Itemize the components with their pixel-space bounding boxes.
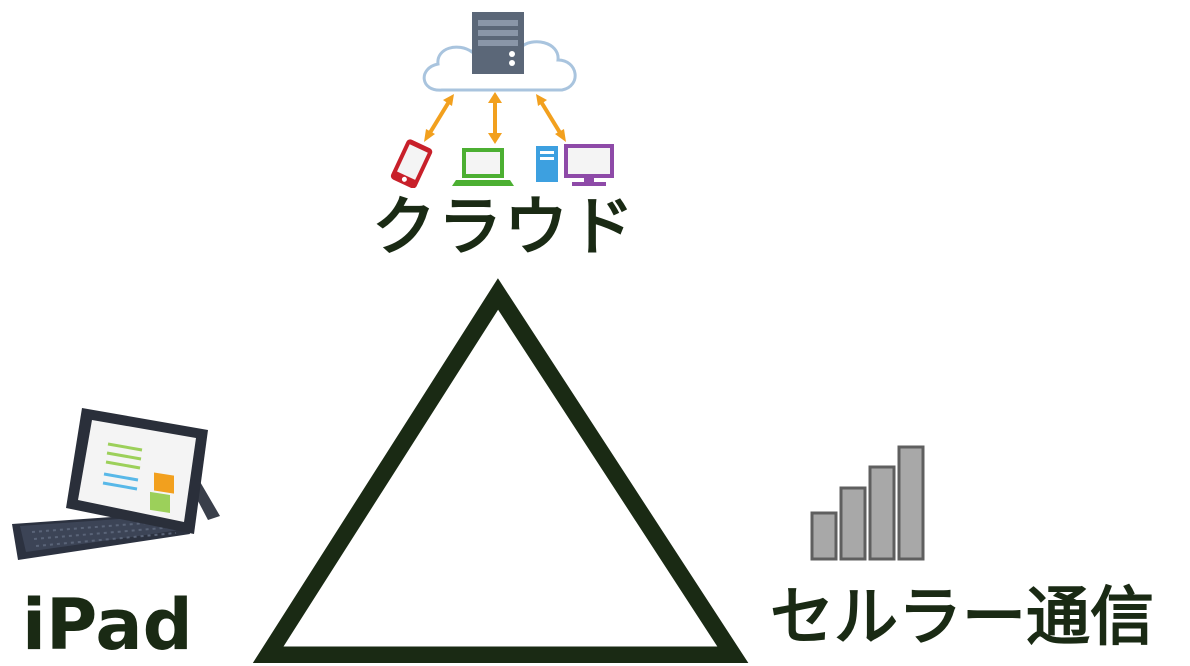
sync-arrows-icon	[424, 92, 566, 144]
triangle-shape	[252, 278, 749, 663]
signal-bars-icon	[810, 445, 925, 561]
cellular-label: セルラー通信	[770, 581, 1154, 655]
smartphone-icon	[390, 139, 433, 188]
laptop-icon	[452, 148, 514, 186]
ipad-label: iPad	[22, 584, 193, 666]
cloud-server-devices-icon	[390, 12, 614, 188]
server-icon	[472, 12, 524, 74]
tablet-icon	[66, 408, 208, 534]
desktop-computer-icon	[536, 144, 614, 186]
signal-bar-3	[868, 465, 896, 561]
signal-bar-2	[839, 486, 867, 561]
tablet-keyboard-icon	[12, 408, 220, 560]
signal-bar-4	[897, 445, 925, 561]
signal-bar-1	[810, 511, 838, 561]
cloud-label: クラウド	[372, 191, 636, 265]
